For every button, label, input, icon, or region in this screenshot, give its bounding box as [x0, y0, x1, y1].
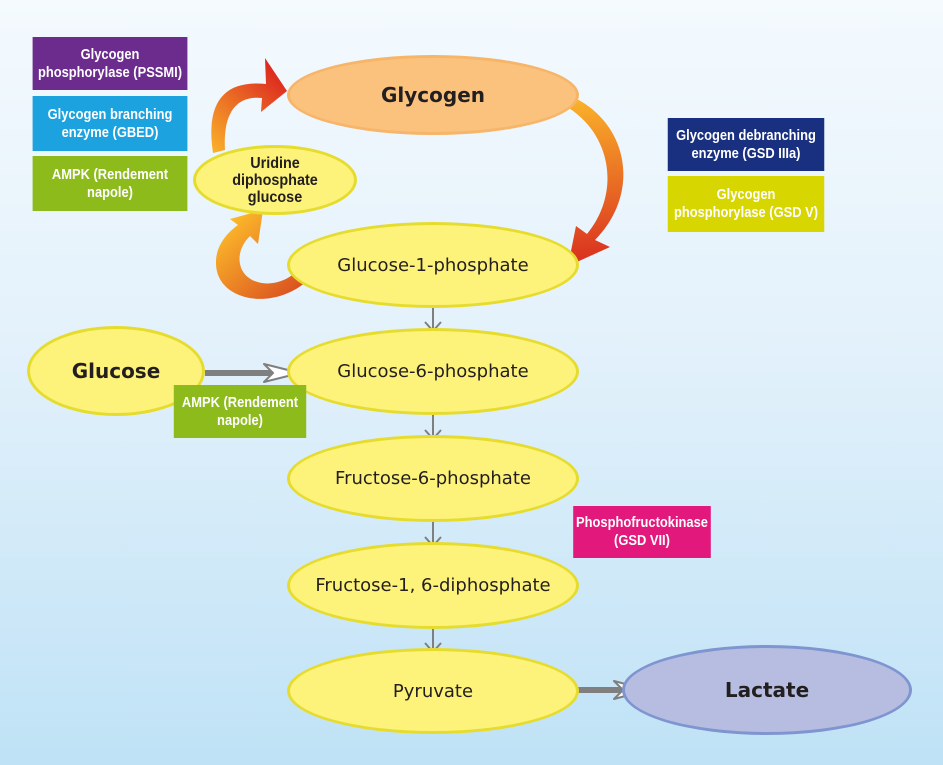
- pyruvate-label: Pyruvate: [392, 680, 474, 702]
- ampk-bottom-label: AMPK (Rendement napole): [173, 385, 307, 438]
- glucose-6-phosphate-node: Glucose-6-phosphate: [287, 328, 579, 415]
- phosphofructokinase-label: Phosphofructokinase (GSD VII): [573, 506, 711, 558]
- glycogen-phosphorylase-pssmi-label: Glycogen phosphorylase (PSSMI): [32, 37, 188, 90]
- pyruvate-node: Pyruvate: [287, 648, 579, 734]
- glucose-node: Glucose: [27, 326, 205, 416]
- glycogen-node: Glycogen: [287, 55, 579, 135]
- arrow-udpglucose-to-glycogen: [211, 58, 287, 153]
- arrow-glycogen-to-glucose1p: [560, 95, 624, 266]
- fructose-1-6-diphosphate-node: Fructose-1, 6-diphosphate: [287, 542, 579, 629]
- glucose-1-phosphate-node: Glucose-1-phosphate: [287, 222, 579, 308]
- glycogen-branching-enzyme-label: Glycogen branching enzyme (GBED): [32, 96, 188, 151]
- fructose-6-phosphate-label: Fructose-6-phosphate: [335, 468, 531, 489]
- lactate-node: Lactate: [622, 645, 912, 735]
- glycogen-debranching-enzyme-label: Glycogen debranching enzyme (GSD IIIa): [667, 118, 825, 171]
- lactate-label: Lactate: [724, 678, 810, 702]
- ampk-top-label: AMPK (Rendement napole): [32, 156, 188, 211]
- arrow-glucose1p-to-udpglucose: [215, 210, 306, 299]
- udp-glucose-node: Uridine diphosphate glucose: [193, 145, 357, 215]
- fructose-6-phosphate-node: Fructose-6-phosphate: [287, 435, 579, 522]
- glucose-1-phosphate-label: Glucose-1-phosphate: [337, 254, 529, 276]
- arrow-glucose-to-glucose6p: [205, 363, 301, 383]
- glycogen-label: Glycogen: [380, 83, 486, 107]
- glycogen-phosphorylase-gsd-v-label: Glycogen phosphorylase (GSD V): [667, 176, 825, 232]
- fructose-1-6-diphosphate-label: Fructose-1, 6-diphosphate: [315, 575, 551, 596]
- glucose-label: Glucose: [71, 359, 161, 383]
- glucose-6-phosphate-label: Glucose-6-phosphate: [337, 361, 529, 382]
- udp-glucose-label: Uridine diphosphate glucose: [232, 154, 318, 206]
